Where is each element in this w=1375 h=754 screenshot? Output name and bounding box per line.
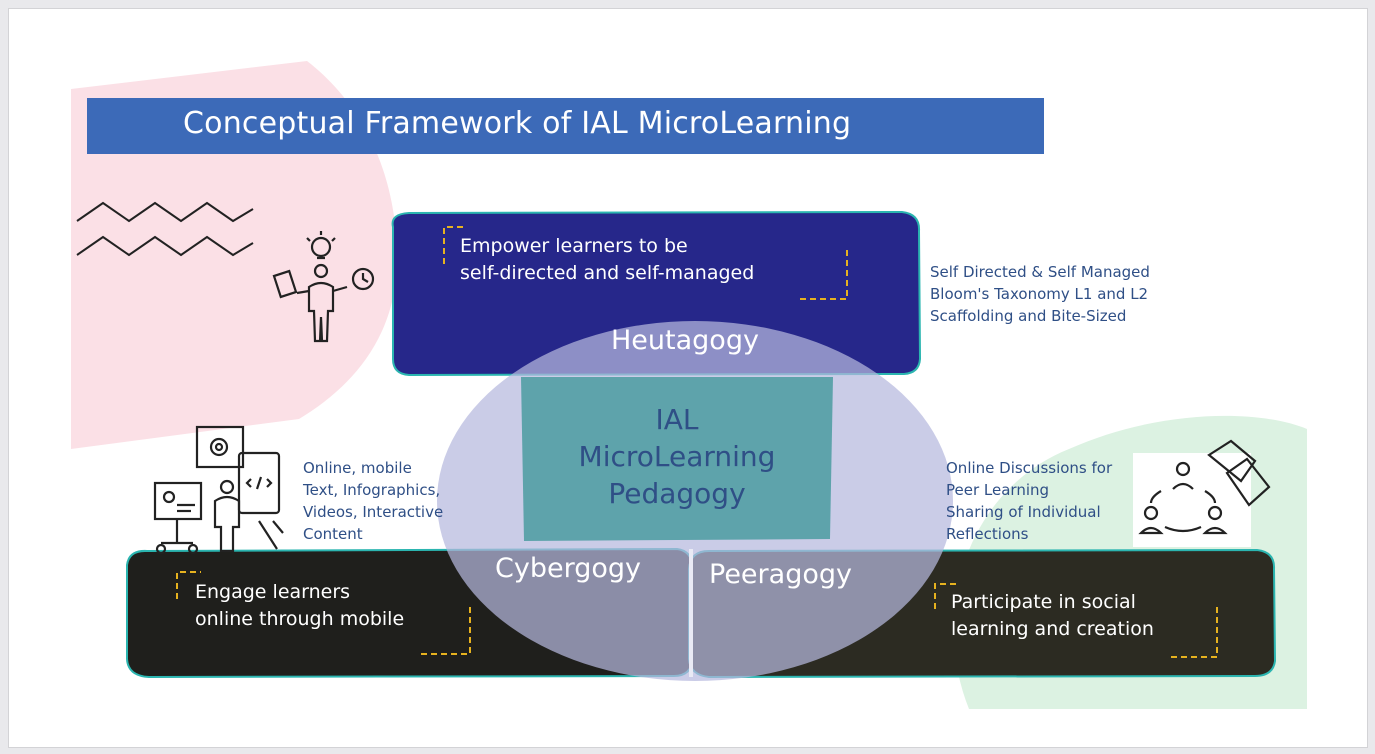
peeragogy-note-1: Online Discussions for xyxy=(946,459,1113,477)
cybergogy-note-1: Online, mobile xyxy=(303,459,412,477)
group-discussion-icon xyxy=(1133,439,1271,547)
framework-diagram xyxy=(126,210,1277,681)
heutagogy-note-1: Self Directed & Self Managed xyxy=(930,263,1150,281)
cybergogy-text-line1: Engage learners xyxy=(195,581,351,603)
cybergogy-description: Engage learners online through mobile xyxy=(195,579,404,633)
peeragogy-note-2: Peer Learning xyxy=(946,481,1050,499)
cybergogy-text-line2: online through mobile xyxy=(195,608,405,630)
corner-accents xyxy=(176,226,1218,658)
developer-workstation-icon xyxy=(153,425,284,555)
heutagogy-label: Heutagogy xyxy=(611,325,759,356)
person-lightbulb-icon xyxy=(272,231,375,343)
peeragogy-note-4: Reflections xyxy=(946,525,1029,543)
peeragogy-text-line2: learning and creation xyxy=(951,618,1154,640)
center-line2: MicroLearning xyxy=(578,440,776,473)
heutagogy-notes: Self Directed & Self Managed Bloom's Tax… xyxy=(930,261,1150,327)
heutagogy-text-line2: self-directed and self-managed xyxy=(460,262,755,284)
peeragogy-description: Participate in social learning and creat… xyxy=(951,589,1154,643)
cybergogy-note-3: Videos, Interactive xyxy=(303,503,444,521)
cybergogy-note-4: Content xyxy=(303,525,363,543)
center-pedagogy-label: IAL MicroLearning Pedagogy xyxy=(517,401,837,512)
heutagogy-description: Empower learners to be self-directed and… xyxy=(460,233,754,287)
heutagogy-note-3: Scaffolding and Bite-Sized xyxy=(930,307,1127,325)
peeragogy-notes: Online Discussions for Peer Learning Sha… xyxy=(946,457,1112,545)
page-title: Conceptual Framework of IAL MicroLearnin… xyxy=(183,106,852,141)
center-line1: IAL xyxy=(655,403,699,436)
center-pedagogy-box xyxy=(521,377,833,541)
cybergogy-note-2: Text, Infographics, xyxy=(303,481,441,499)
cybergogy-notes: Online, mobile Text, Infographics, Video… xyxy=(303,457,443,545)
peeragogy-note-3: Sharing of Individual xyxy=(946,503,1101,521)
peeragogy-text-line1: Participate in social xyxy=(951,591,1136,613)
zigzag-decoration-icon xyxy=(76,201,254,257)
heutagogy-text-line1: Empower learners to be xyxy=(460,235,688,257)
cybergogy-label: Cybergogy xyxy=(495,553,641,584)
title-banner: Conceptual Framework of IAL MicroLearnin… xyxy=(87,98,1044,154)
center-line3: Pedagogy xyxy=(608,477,746,510)
slide: Conceptual Framework of IAL MicroLearnin… xyxy=(8,8,1368,748)
peeragogy-label: Peeragogy xyxy=(709,559,852,590)
heutagogy-note-2: Bloom's Taxonomy L1 and L2 xyxy=(930,285,1149,303)
